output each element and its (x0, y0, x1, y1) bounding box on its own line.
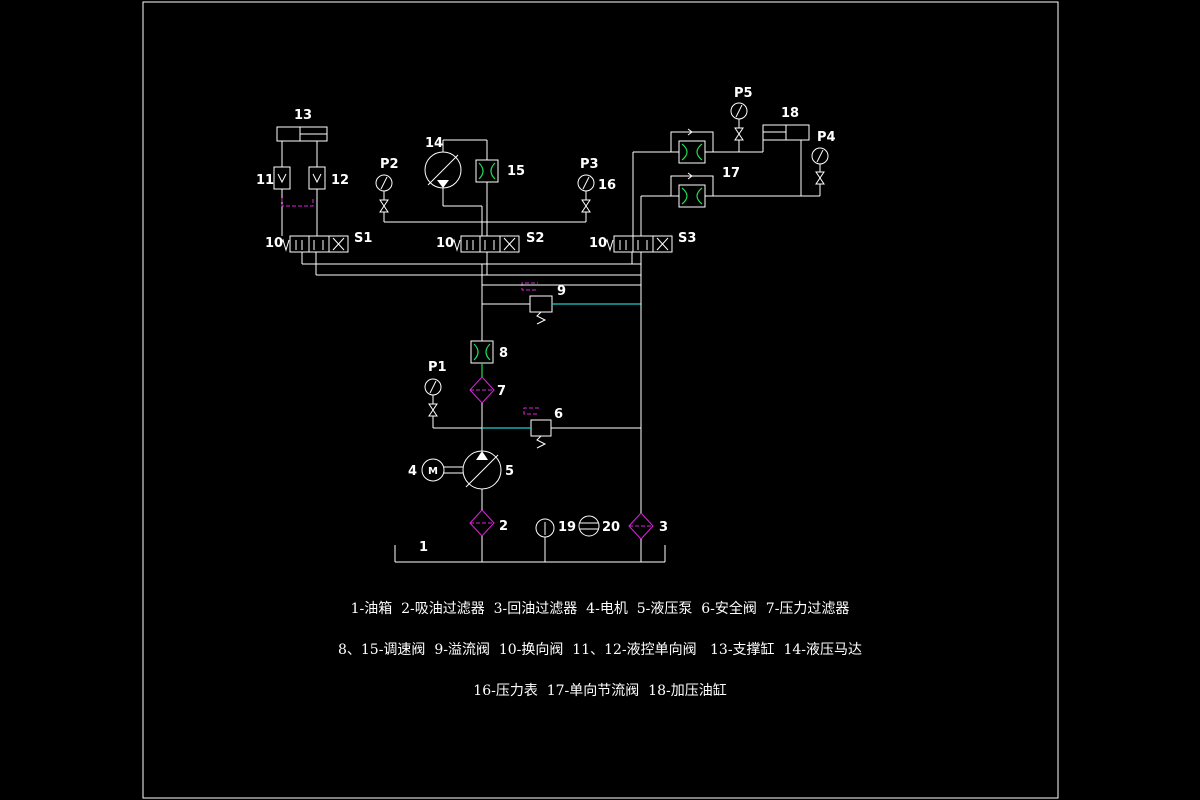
label-6: 6 (554, 407, 563, 422)
throttle-check-valve-lower (641, 172, 820, 208)
return-filter (628, 512, 654, 562)
label-11: 11 (256, 173, 274, 188)
speed-control-valve-8 (470, 300, 494, 377)
hydraulic-motor (424, 139, 487, 236)
label-9: 9 (557, 284, 566, 299)
label-7: 7 (497, 384, 506, 399)
label-10-s2: 10 (436, 236, 454, 251)
label-10-s1: 10 (265, 236, 283, 251)
label-14: 14 (425, 136, 443, 151)
label-18: 18 (781, 106, 799, 121)
label-s3: S3 (678, 231, 696, 246)
label-15: 15 (507, 164, 525, 179)
directional-valve-s1 (279, 235, 349, 275)
label-5: 5 (505, 464, 514, 479)
overflow-valve (482, 282, 641, 325)
legend-line-2: 8、15-调速阀 9-溢流阀 10-换向阀 11、12-液控单向阀 13-支撑缸… (337, 642, 863, 658)
label-19: 19 (558, 520, 576, 535)
label-16: 16 (598, 178, 616, 193)
directional-valve-s2 (450, 235, 520, 253)
label-s1: S1 (354, 231, 372, 246)
label-p5: P5 (734, 86, 753, 101)
directional-valve-s3 (603, 235, 673, 253)
drawing-frame (142, 1, 1059, 799)
pilot-check-valve-11 (273, 141, 291, 236)
label-2: 2 (499, 519, 508, 534)
speed-control-valve-15 (475, 140, 499, 236)
electric-motor: M (421, 458, 463, 482)
label-p2: P2 (380, 157, 399, 172)
oil-tank (394, 545, 666, 563)
label-4: 4 (408, 464, 417, 479)
pressure-gauge-p3 (577, 174, 595, 222)
label-p1: P1 (428, 360, 447, 375)
label-3: 3 (659, 520, 668, 535)
label-12: 12 (331, 173, 349, 188)
label-20: 20 (602, 520, 620, 535)
legend-line-1: 1-油箱 2-吸油过滤器 3-回油过滤器 4-电机 5-液压泵 6-安全阀 7-… (350, 601, 850, 617)
safety-valve (482, 407, 641, 449)
throttle-check-valve-upper (633, 128, 763, 164)
label-p4: P4 (817, 130, 836, 145)
label-1: 1 (419, 540, 428, 555)
hydraulic-pump (462, 420, 502, 510)
label-13: 13 (294, 108, 312, 123)
pressure-filter (469, 376, 495, 420)
suction-filter (469, 509, 495, 562)
pilot-check-valve-12 (308, 141, 326, 236)
legend-line-3: 16-压力表 17-单向节流阀 18-加压油缸 (473, 683, 727, 699)
level-gauge (535, 518, 555, 562)
label-8: 8 (499, 346, 508, 361)
pressure-gauge-p4 (811, 147, 829, 196)
motor-symbol: M (428, 466, 438, 477)
pressure-gauge-p2 (375, 174, 393, 222)
label-17: 17 (722, 166, 740, 181)
pressure-gauge-p1 (424, 378, 482, 429)
thermometer (578, 515, 600, 537)
pressurizing-cylinder (762, 124, 810, 196)
pressure-gauge-p5 (730, 102, 748, 152)
label-s2: S2 (526, 231, 544, 246)
label-p3: P3 (580, 157, 599, 172)
label-10-s3: 10 (589, 236, 607, 251)
support-cylinder (276, 126, 328, 142)
